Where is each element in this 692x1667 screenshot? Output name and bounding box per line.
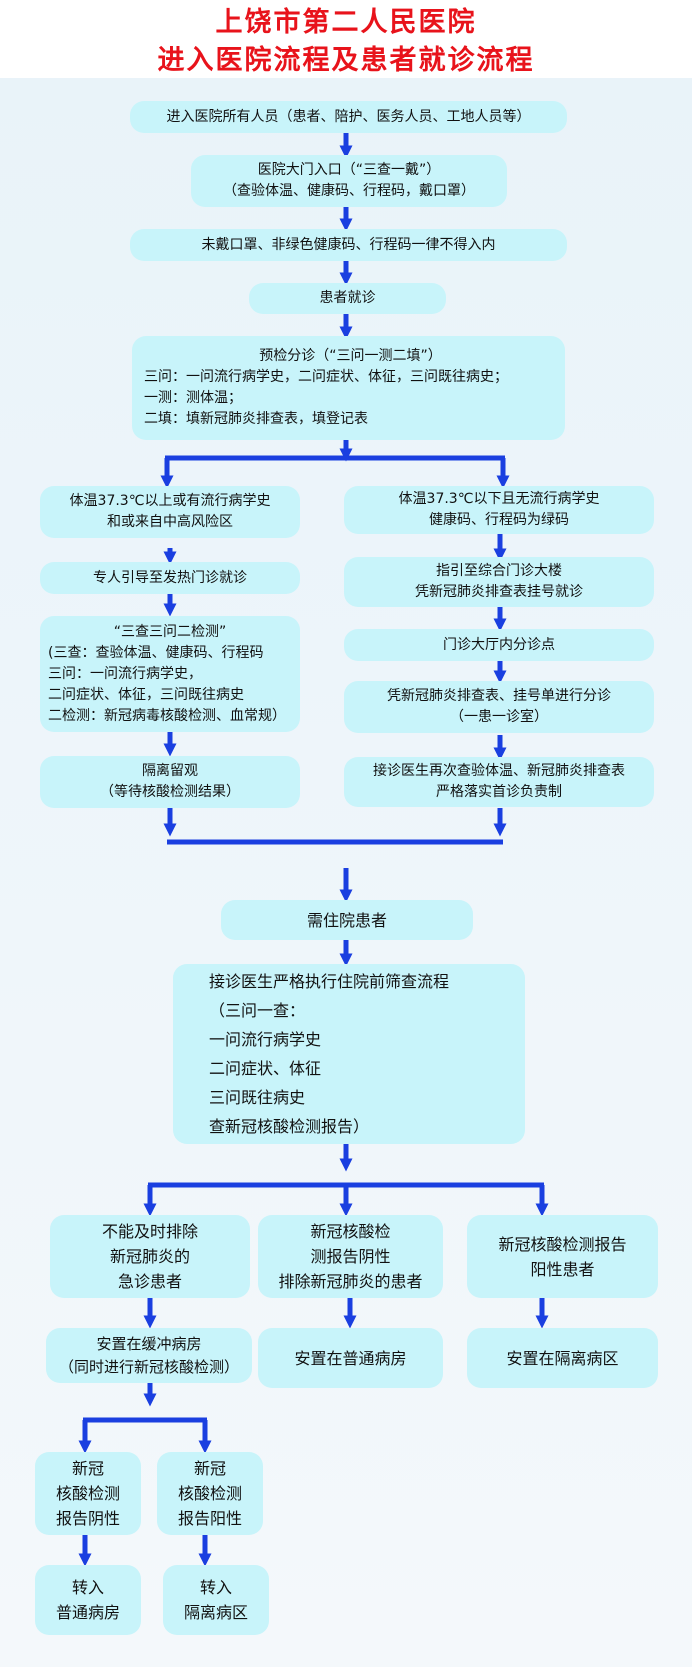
sub-positive-box: 新冠 核酸检测 报告阳性 — [157, 1452, 263, 1535]
normal-ward-box: 安置在普通病房 — [258, 1328, 443, 1388]
positive-box: 新冠核酸检测报告 阳性患者 — [467, 1215, 658, 1298]
right-triage-box: 门诊大厅内分诊点 — [344, 629, 654, 661]
right-condition-box: 体温37.3℃以下且无流行病学史 健康码、行程码为绿码 — [344, 486, 654, 534]
inpatient-screen-box: 接诊医生严格执行住院前筛查流程 （三问一查： 一问流行病学史 二问症状、体征 三… — [173, 964, 525, 1144]
visit-box: 患者就诊 — [249, 283, 446, 314]
emergency-box: 不能及时排除 新冠肺炎的 急诊患者 — [50, 1215, 250, 1298]
left-check-box: “三查三问二检测” (三查：查验体温、健康码、行程码 三问：一问流行病学史， 二… — [40, 616, 300, 732]
title-line-2: 进入医院流程及患者就诊流程 — [157, 45, 535, 76]
inpatient-box: 需住院患者 — [221, 900, 473, 940]
title-line-1: 上饶市第二人民医院 — [215, 7, 477, 38]
sub-negative-box: 新冠 核酸检测 报告阴性 — [35, 1452, 141, 1535]
all-people-box: 进入医院所有人员（患者、陪护、医务人员、工地人员等） — [130, 101, 567, 133]
left-condition-box: 体温37.3℃以上或有流行病学史 和或来自中高风险区 — [40, 486, 300, 538]
buffer-box: 安置在缓冲病房 （同时进行新冠核酸检测） — [46, 1328, 252, 1383]
precheck-box: 预检分诊（“三问一测二填”） 三问：一问流行病学史，二问症状、体征，三问既往病史… — [132, 336, 565, 440]
right-doctor-box: 接诊医生再次查验体温、新冠肺炎排查表 严格落实首诊负责制 — [344, 757, 654, 807]
gate-box: 医院大门入口（“三查一戴”） （查验体温、健康码、行程码，戴口罩） — [191, 155, 507, 207]
left-isolate-box: 隔离留观 （等待核酸检测结果） — [40, 756, 300, 808]
isolation-ward-box: 安置在隔离病区 — [467, 1328, 658, 1388]
left-guide-box: 专人引导至发热门诊就诊 — [40, 562, 300, 594]
to-normal-box: 转入 普通病房 — [35, 1565, 141, 1635]
to-isolation-box: 转入 隔离病区 — [163, 1565, 269, 1635]
right-guide-box: 指引至综合门诊大楼 凭新冠肺炎排查表挂号就诊 — [344, 557, 654, 607]
deny-box: 未戴口罩、非绿色健康码、行程码一律不得入内 — [130, 229, 567, 261]
negative-box: 新冠核酸检 测报告阴性 排除新冠肺炎的患者 — [258, 1215, 443, 1298]
right-triage2-box: 凭新冠肺炎排查表、挂号单进行分诊 （一患一诊室） — [344, 681, 654, 733]
